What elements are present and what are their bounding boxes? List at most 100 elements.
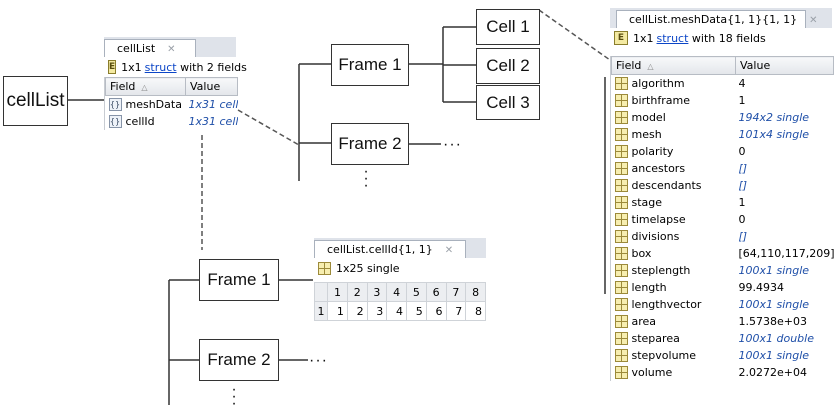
struct-icon: E bbox=[108, 60, 117, 74]
bottom-frame-2-box: Frame 2 bbox=[199, 339, 279, 381]
field-value: 100x1 double bbox=[738, 332, 815, 345]
celllist-info-row: E 1x1 struct with 2 fields bbox=[104, 57, 247, 77]
meshdata-struct-link[interactable]: struct bbox=[656, 31, 689, 45]
table-cell[interactable]: 3 bbox=[367, 301, 388, 321]
table-row[interactable]: box[64,110,117,209] bbox=[612, 245, 834, 262]
row-header[interactable]: 1 bbox=[315, 301, 329, 321]
cell-1-label: Cell 1 bbox=[486, 17, 530, 36]
top-tree-vertical-dots: · · · bbox=[363, 163, 369, 194]
cell-array-icon: {} bbox=[108, 98, 122, 111]
numeric-array-icon bbox=[614, 230, 628, 243]
column-header[interactable]: 7 bbox=[446, 283, 467, 302]
top-frame-1-box: Frame 1 bbox=[331, 44, 409, 86]
value-column-header[interactable]: Value bbox=[185, 77, 238, 96]
table-row[interactable]: {}cellId 1x31 cell bbox=[106, 113, 238, 130]
sort-ascending-icon: △ bbox=[647, 62, 654, 71]
numeric-array-icon bbox=[614, 349, 628, 362]
field-value: 100x1 single bbox=[738, 349, 810, 362]
column-header[interactable]: 4 bbox=[386, 283, 408, 302]
field-value: [] bbox=[738, 230, 748, 243]
cell-3-box: Cell 3 bbox=[476, 85, 540, 120]
field-column-header[interactable]: Field△ bbox=[105, 77, 186, 96]
numeric-array-icon bbox=[614, 366, 628, 379]
table-cell[interactable]: 7 bbox=[446, 301, 467, 321]
table-row: 1 1 2 3 4 5 6 7 8 bbox=[315, 301, 486, 321]
numeric-array-icon bbox=[614, 145, 628, 158]
table-row[interactable]: steparea 100x1 double bbox=[612, 330, 834, 347]
table-cell[interactable]: 5 bbox=[406, 301, 427, 321]
field-value: 1x31 cell bbox=[188, 98, 238, 111]
meshdata-fields-text: with 18 fields bbox=[691, 31, 766, 45]
column-header[interactable]: 5 bbox=[406, 283, 427, 302]
column-header[interactable]: 1 bbox=[327, 283, 348, 302]
meshdata-info-row: E 1x1 struct with 18 fields bbox=[610, 28, 832, 48]
field-name: length bbox=[631, 281, 667, 294]
meshdata-tab-bar: cellList.meshData{1, 1}{1, 1} ✕ bbox=[610, 8, 832, 28]
table-cell[interactable]: 2 bbox=[347, 301, 368, 321]
column-header[interactable]: 3 bbox=[367, 283, 388, 302]
column-header[interactable]: 2 bbox=[347, 283, 368, 302]
column-header[interactable]: 6 bbox=[426, 283, 447, 302]
close-icon[interactable]: ✕ bbox=[809, 15, 818, 26]
meshdata-tab[interactable]: cellList.meshData{1, 1}{1, 1} ✕ bbox=[616, 10, 817, 28]
field-value: [] bbox=[738, 162, 748, 175]
field-name: timelapse bbox=[631, 213, 686, 226]
field-name: cellId bbox=[125, 115, 155, 128]
numeric-array-icon bbox=[614, 213, 628, 226]
meshdata-tab-label: cellList.meshData{1, 1}{1, 1} bbox=[629, 13, 798, 26]
numeric-array-icon bbox=[614, 196, 628, 209]
root-node-label: cellList bbox=[6, 90, 65, 111]
table-cell[interactable]: 4 bbox=[386, 301, 408, 321]
celllist-fields-table: Field△ Value {}meshData 1x31 cell {}cell… bbox=[105, 77, 238, 130]
numeric-array-icon bbox=[614, 281, 628, 294]
table-row[interactable]: divisions[] bbox=[612, 228, 834, 245]
field-column-header[interactable]: Field△ bbox=[611, 56, 736, 75]
numeric-array-icon bbox=[614, 332, 628, 345]
table-row[interactable]: {}meshData 1x31 cell bbox=[106, 96, 238, 114]
field-name: model bbox=[631, 111, 666, 124]
field-value: [] bbox=[738, 179, 748, 192]
cellid-values-table: 1 2 3 4 5 6 7 8 1 1 2 3 4 5 6 7 8 bbox=[315, 283, 486, 321]
field-name: volume bbox=[631, 366, 673, 379]
table-cell[interactable]: 6 bbox=[426, 301, 447, 321]
field-name: meshData bbox=[125, 98, 182, 111]
field-name: descendants bbox=[631, 179, 702, 192]
cellid-tab[interactable]: cellList.cellId{1, 1}✕ bbox=[314, 240, 466, 258]
celllist-tab[interactable]: cellList✕ bbox=[104, 39, 196, 57]
value-column-header[interactable]: Value bbox=[735, 56, 834, 75]
bottom-frame-2-ellipsis: ··· bbox=[309, 352, 328, 369]
numeric-array-icon bbox=[614, 111, 628, 124]
close-icon[interactable]: ✕ bbox=[444, 245, 454, 256]
column-header[interactable]: 8 bbox=[465, 283, 486, 302]
field-value: 101x4 single bbox=[738, 128, 810, 141]
numeric-array-icon bbox=[614, 315, 628, 328]
cell-2-label: Cell 2 bbox=[486, 56, 530, 75]
celllist-variable-panel: cellList✕ E 1x1 struct with 2 fields Fie… bbox=[104, 37, 247, 135]
field-name: steparea bbox=[631, 332, 680, 345]
close-icon[interactable]: ✕ bbox=[167, 44, 176, 55]
field-value: 1 bbox=[738, 94, 746, 107]
field-name: lengthvector bbox=[631, 298, 702, 311]
table-row[interactable]: descendants [] bbox=[612, 177, 834, 194]
table-cell[interactable]: 8 bbox=[465, 301, 486, 321]
table-cell[interactable]: 1 bbox=[327, 301, 348, 321]
cellid-info-row: 1x25 single bbox=[314, 258, 486, 278]
table-row[interactable]: ancestors[] bbox=[612, 160, 834, 177]
celllist-struct-link[interactable]: struct bbox=[144, 60, 177, 74]
cellid-tab-bar: cellList.cellId{1, 1}✕ bbox=[314, 238, 486, 258]
